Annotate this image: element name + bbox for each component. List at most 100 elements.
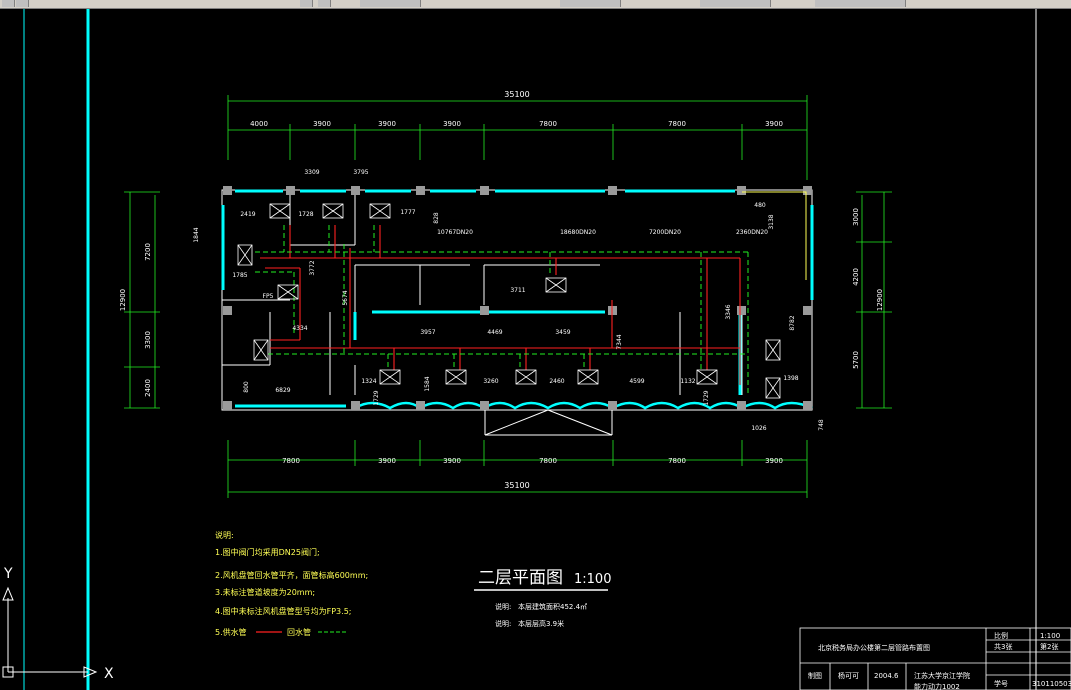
note-item-1: 1.图中阀门均采用DN25阀门; (215, 547, 320, 557)
dim-pipe-27: 2460 (549, 378, 564, 385)
dim-pipe-11: 480 (754, 202, 766, 209)
return-legend-label: 回水管 (287, 627, 311, 637)
dim-left-2: 3300 (144, 331, 152, 349)
toolbar (0, 0, 1071, 9)
note-item-2: 2.风机盘管回水管平齐，面管标高600mm; (215, 570, 368, 580)
dim-pipe-35: 1026 (751, 425, 766, 432)
dim-pipe-12: 3138 (768, 214, 775, 229)
dim-pipe-13: 1785 (232, 272, 247, 279)
dim-pipe-16: 5674 (342, 290, 349, 305)
dim-pipe-17: 4334 (292, 325, 307, 332)
dim-pipe-9: 7200DN20 (649, 229, 681, 236)
dim-bottom-5: 3900 (765, 457, 783, 465)
plotstyle-dropdown[interactable] (815, 0, 906, 7)
title-note2-text: 本层层高3.9米 (518, 619, 564, 628)
dim-overall-bottom: 35100 (504, 481, 529, 490)
title-block (799, 627, 1071, 690)
dim-pipe-31: 1729 (703, 390, 710, 405)
curtain-wall (354, 401, 813, 410)
drawing-canvas[interactable]: 3510035100400039003900390078007800390078… (0, 9, 1071, 690)
dim-right-2: 4200 (852, 268, 860, 286)
dim-pipe-29: 1132 (680, 378, 695, 385)
dim-pipe-3: 1728 (298, 211, 313, 218)
dim-pipe-5: 1844 (193, 227, 200, 242)
dim-pipe-21: 7344 (616, 334, 623, 349)
titleblock-name: 北京税务局办公楼第二层管路布置图 (818, 643, 930, 652)
dim-pipe-7: 10767DN20 (437, 229, 473, 236)
dim-pipe-14: 3772 (309, 260, 316, 275)
open-icon[interactable] (2, 0, 15, 7)
titleblock-student-no: 3101105034 (1032, 680, 1071, 688)
dim-top-1: 3900 (313, 120, 331, 128)
dim-pipe-33: 800 (243, 381, 250, 393)
titleblock-school: 江苏大学京江学院 (914, 671, 970, 680)
dim-bottom-4: 7800 (668, 457, 686, 465)
dim-pipe-36: 748 (818, 419, 825, 431)
titleblock-extra: 能力动力1002 (914, 682, 960, 690)
dim-pipe-2: 2419 (240, 211, 255, 218)
dim-left-0: 12900 (119, 289, 127, 311)
layer-dropdown[interactable] (360, 0, 421, 7)
ucs-x-label: X (104, 666, 114, 682)
title-scale: 1:100 (574, 572, 611, 587)
columns (223, 186, 812, 410)
fp-label: FP5 (263, 293, 274, 300)
title-note2-label: 说明: (495, 619, 511, 628)
dim-bottom-3: 7800 (539, 457, 557, 465)
dim-pipe-34: 1398 (783, 375, 798, 382)
dim-pipe-6: 828 (433, 212, 440, 224)
fan-coil-units (237, 203, 781, 399)
titleblock-scale-value: 1:100 (1040, 632, 1060, 640)
dim-right-0: 12900 (876, 289, 884, 311)
properties-icon[interactable] (318, 0, 331, 7)
save-icon[interactable] (16, 0, 29, 7)
title-note1-label: 说明: (495, 602, 511, 611)
ucs-icon (2, 586, 98, 678)
dim-pipe-26: 3260 (483, 378, 498, 385)
title-main: 二层平面图 (478, 568, 563, 588)
ucs-y-label: Y (3, 566, 13, 582)
dim-pipe-20: 3459 (555, 329, 570, 336)
dim-pipe-4: 1777 (400, 209, 415, 216)
titleblock-date: 2004.6 (874, 672, 899, 680)
dim-bottom-1: 3900 (378, 457, 396, 465)
dim-left-3: 2400 (144, 379, 152, 397)
dim-pipe-24: 1324 (361, 378, 376, 385)
dim-bottom-0: 7800 (282, 457, 300, 465)
dim-top-2: 3900 (378, 120, 396, 128)
dim-overall-top: 35100 (504, 90, 529, 99)
dim-bottom-2: 3900 (443, 457, 461, 465)
layer-icon[interactable] (300, 0, 313, 7)
dim-pipe-1: 3795 (353, 169, 368, 176)
titleblock-sheet: 第2张 (1040, 642, 1058, 651)
dim-pipe-30: 1729 (373, 390, 380, 405)
dim-pipe-28: 4599 (629, 378, 644, 385)
dim-pipe-8: 18680DN20 (560, 229, 596, 236)
dim-top-4: 7800 (539, 120, 557, 128)
dim-left-1: 7200 (144, 243, 152, 261)
notes-block: 说明: 1.图中阀门均采用DN25阀门; 2.风机盘管回水管平齐，面管标高600… (215, 530, 368, 637)
supply-pipes (260, 225, 741, 385)
titleblock-draw-label: 制图 (808, 671, 822, 680)
title-note1-text: 本层建筑面积452.4㎡ (518, 602, 587, 611)
titleblock-scale-label: 比例 (994, 631, 1008, 640)
notes-heading: 说明: (215, 530, 234, 540)
titleblock-total: 共3张 (994, 642, 1012, 651)
window-walls (221, 189, 814, 408)
dim-pipe-0: 3309 (304, 169, 319, 176)
dim-pipe-25: 1584 (424, 376, 431, 391)
dim-top-3: 3900 (443, 120, 461, 128)
note-item-5: 5.供水管 (215, 627, 247, 637)
note-item-4: 4.图中未标注风机盘管型号均为FP3.5; (215, 606, 351, 616)
dimension-lines (124, 95, 892, 498)
drawing-title: 二层平面图 1:100 说明: 本层建筑面积452.4㎡ 说明: 本层层高3.9… (474, 568, 611, 628)
dim-top-6: 3900 (765, 120, 783, 128)
dim-pipe-32: 6829 (275, 387, 290, 394)
dim-right-1: 3000 (852, 208, 860, 226)
linetype-dropdown[interactable] (560, 0, 621, 7)
titleblock-student-label: 学号 (994, 679, 1008, 688)
lineweight-dropdown[interactable] (700, 0, 771, 7)
dim-pipe-10: 2360DN20 (736, 229, 768, 236)
dim-pipe-15: 3711 (510, 287, 525, 294)
